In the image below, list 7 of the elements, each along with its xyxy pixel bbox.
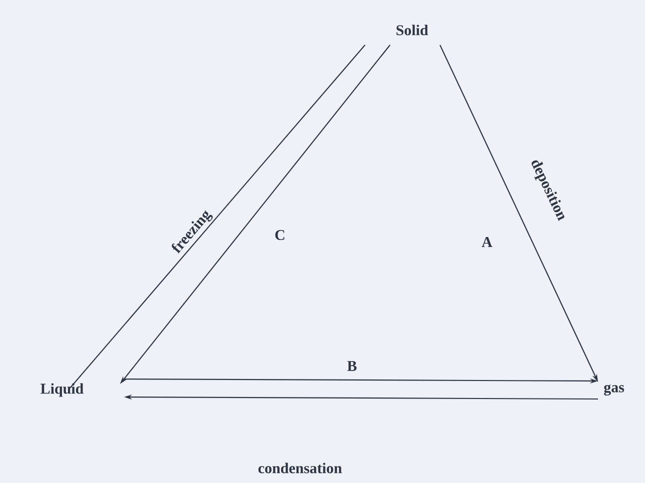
state-label: Liquid: [40, 383, 84, 397]
state-label: Solid: [396, 24, 428, 36]
region-letter: A: [482, 237, 492, 247]
edge-label: condensation: [256, 462, 344, 474]
state-label: gas: [604, 384, 624, 396]
region-letter: C: [275, 230, 284, 240]
region-letter: B: [347, 361, 357, 371]
